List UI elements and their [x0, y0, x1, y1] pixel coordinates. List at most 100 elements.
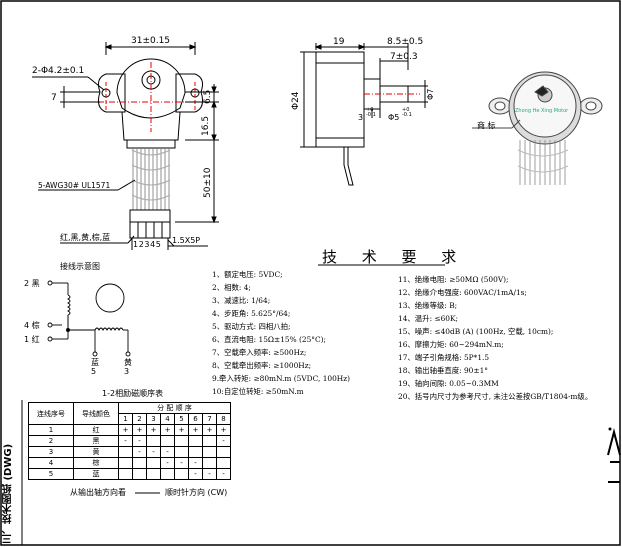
motor-photo: Zhong He Xing Motor — [472, 71, 603, 185]
dim-dia24: Φ24 — [291, 91, 301, 110]
wire-yellow: 黄 3 — [124, 358, 132, 376]
sequence-cell — [202, 435, 217, 447]
sequence-cell: + — [118, 424, 133, 436]
dim-7: 7 — [51, 93, 57, 103]
sequence-cell — [146, 435, 161, 447]
dim-shaft-5: Φ5 — [388, 113, 400, 122]
requirement-item: 7、空载牵入频率: ≥500Hz; — [212, 348, 307, 357]
sequence-cell: + — [202, 424, 217, 436]
requirement-item: 1、额定电压: 5VDC; — [212, 270, 283, 279]
sequence-cell — [174, 446, 189, 458]
dim-shaft-tol2: +0 -0.1 — [402, 107, 412, 118]
sequence-cell: - — [174, 457, 189, 469]
lead-color: 黄 — [73, 446, 119, 458]
sequence-cell — [118, 468, 133, 480]
lead-no: 5 — [28, 468, 74, 480]
table-caption: 1-2相励磁顺序表 — [102, 389, 164, 398]
wiring-title: 接线示意图 — [60, 262, 100, 271]
sequence-cell — [216, 446, 231, 458]
photo-brand: Zhong He Xing Motor — [515, 108, 569, 114]
sequence-cell — [146, 457, 161, 469]
dim-pins: 12345 — [133, 240, 162, 249]
front-view — [32, 42, 219, 250]
sequence-cell: - — [216, 435, 231, 447]
cropped-edge-drawing — [607, 427, 621, 483]
sequence-cell: + — [132, 424, 147, 436]
sequence-cell — [174, 468, 189, 480]
requirement-item: 6、直流电阻: 15Ω±15% (25°C); — [212, 335, 327, 344]
sequence-cell — [188, 435, 203, 447]
table-footer-right: 顺时针方向 (CW) — [165, 488, 228, 497]
sequence-cell — [202, 457, 217, 469]
table-footer-left: 从输出轴方向看 — [70, 488, 126, 497]
nameplate-label: 商 标 — [477, 121, 496, 130]
sequence-cell: + — [160, 424, 175, 436]
requirement-item: 19、轴向间隙: 0.05~0.3MM — [398, 379, 499, 388]
sequence-cell — [132, 457, 147, 469]
lead-color: 棕 — [73, 457, 119, 469]
sequence-cell — [160, 468, 175, 480]
sequence-cell: - — [188, 468, 203, 480]
requirement-item: 12、绝缘介电强度: 600VAC/1mA/1s; — [398, 288, 527, 297]
requirement-item: 14、温升: ≤60K; — [398, 314, 459, 323]
requirement-item: 2、相数: 4; — [212, 283, 251, 292]
requirements-title: 技 术 要 求 — [322, 248, 467, 266]
requirement-item: 18、输出轴垂直度: 90±1° — [398, 366, 488, 375]
step-header: 8 — [216, 413, 231, 425]
side-title: 三、技术图纸 (DWG) — [3, 443, 14, 544]
requirement-item: 5、驱动方式: 四相八拍; — [212, 322, 291, 331]
sequence-cell: + — [174, 424, 189, 436]
step-header: 3 — [146, 413, 161, 425]
sequence-cell: - — [132, 435, 147, 447]
lead-no: 3 — [28, 446, 74, 458]
lead-color: 红 — [73, 424, 119, 436]
requirement-item: 16、摩擦力矩: 60~294mN.m; — [398, 340, 504, 349]
requirement-item: 4、步距角: 5.625°/64; — [212, 309, 291, 318]
lead-no: 2 — [28, 435, 74, 447]
sequence-cell: - — [132, 446, 147, 458]
sequence-cell: - — [118, 435, 133, 447]
step-header: 4 — [160, 413, 175, 425]
step-header: 1 — [118, 413, 133, 425]
dim-hole: 2-Φ4.2±0.1 — [32, 66, 85, 76]
wire-black: 2 黑 — [24, 279, 40, 288]
requirement-item: 15、噪声: ≤40dB (A) (100Hz, 空载, 10cm); — [398, 327, 554, 336]
dim-7-3: 7±0.3 — [390, 52, 418, 62]
step-header: 6 — [188, 413, 203, 425]
requirement-item: 20、括号内尺寸为参考尺寸, 未注公差按GB/T1804-m级。 — [398, 392, 593, 401]
sequence-cell: - — [216, 468, 231, 480]
lead-color: 蓝 — [73, 468, 119, 480]
sequence-cell: - — [146, 446, 161, 458]
requirement-item: 13、绝缘等级: B; — [398, 301, 458, 310]
sequence-cell — [202, 446, 217, 458]
sequence-cell — [216, 457, 231, 469]
dim-19: 19 — [333, 37, 345, 47]
sequence-cell — [118, 457, 133, 469]
dim-pitch: 1.5X5P — [172, 236, 201, 245]
sequence-cell — [160, 435, 175, 447]
dim-top-width: 31±0.15 — [131, 36, 171, 46]
requirement-item: 3、减速比: 1/64; — [212, 296, 271, 305]
sequence-cell: - — [202, 468, 217, 480]
sequence-cell: + — [216, 424, 231, 436]
sequence-cell — [174, 435, 189, 447]
lead-color: 黑 — [73, 435, 119, 447]
sequence-cell: + — [188, 424, 203, 436]
step-header: 7 — [202, 413, 217, 425]
dim-6-5: 6.5 — [203, 89, 213, 104]
sequence-cell: - — [160, 457, 175, 469]
requirement-item: 8、空载牵出频率: ≥1000Hz; — [212, 361, 312, 370]
sequence-cell: - — [160, 446, 175, 458]
step-header: 2 — [132, 413, 147, 425]
wire-blue: 蓝 5 — [91, 358, 99, 376]
requirement-item: 10:自定位转矩: ≥50mN.m — [212, 387, 304, 396]
requirement-item: 17、端子引角规格: 5P*1.5 — [398, 353, 490, 362]
